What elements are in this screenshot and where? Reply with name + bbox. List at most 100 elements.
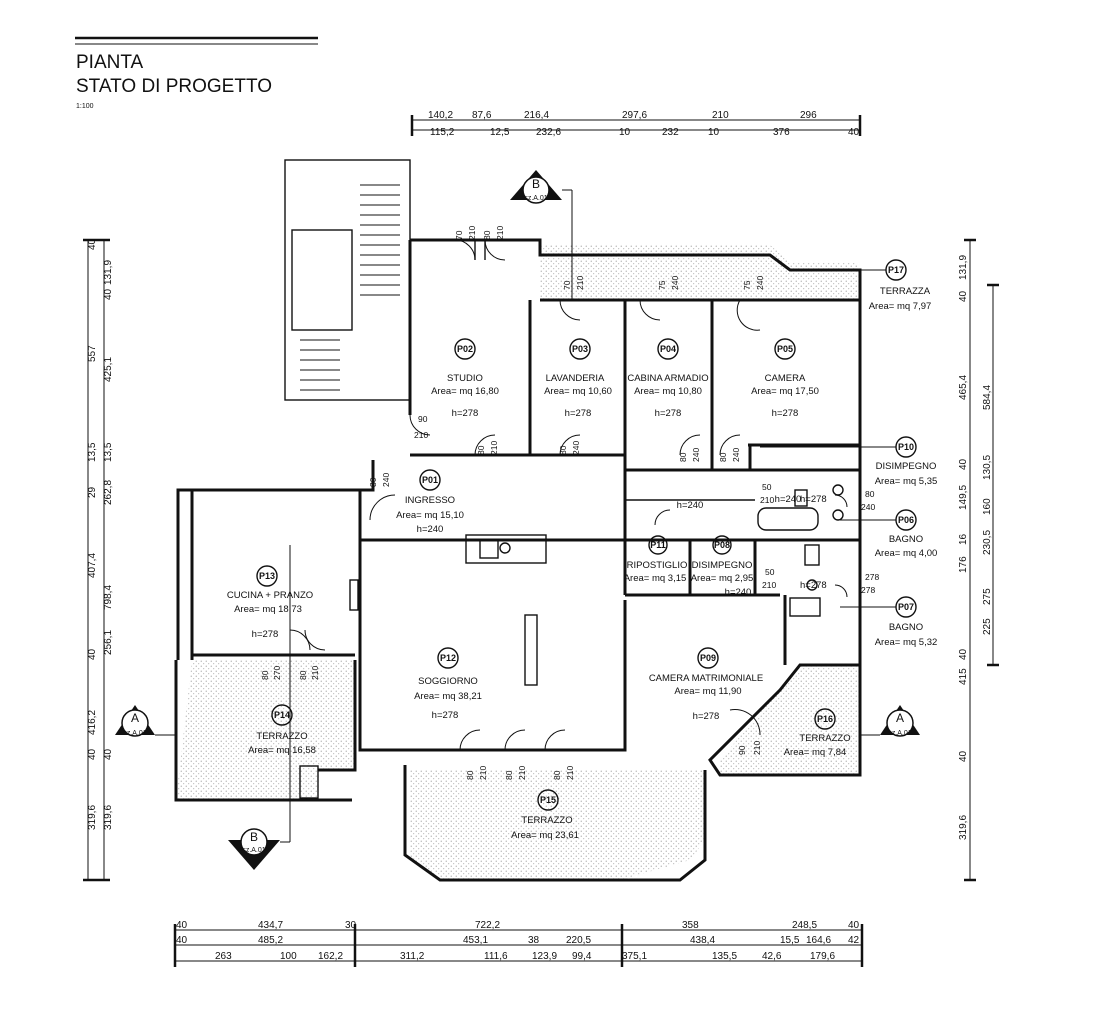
bot-dim-r2-7: 164,6 <box>806 935 831 946</box>
section-letter: B <box>250 830 258 844</box>
bot-dim-r3-7: 375,1 <box>622 951 647 962</box>
bot-dim-r2-2: 453,1 <box>463 935 488 946</box>
section-ref: sz.A.01 <box>242 847 265 854</box>
section-letter: A <box>896 711 904 725</box>
bot-dim-r3-3: 311,2 <box>400 951 425 962</box>
room-height: h=278 <box>432 710 459 721</box>
right-dim-c1-2: 465,4 <box>958 375 969 400</box>
bathtub-icon <box>757 507 819 531</box>
fixtures <box>299 484 844 799</box>
door-label-22: 80 <box>298 670 308 680</box>
room-height: h=278 <box>800 580 827 591</box>
bot-dim-r3-1: 100 <box>280 951 297 962</box>
door-label-40: 278 <box>865 572 879 582</box>
bot-dim-r1-2: 30 <box>345 920 357 931</box>
bot-dim-r3-4: 111,6 <box>484 951 508 962</box>
bot-dim-r1-3: 722,2 <box>475 920 500 931</box>
right-dim-c2-1: 130,5 <box>982 455 993 480</box>
room-soggiorno: P12 SOGGIORNO Area= mq 38,21 h=278 <box>414 647 482 721</box>
right-dim-c2-2: 160 <box>982 498 993 515</box>
right-dim-c2-5: 225 <box>982 618 993 635</box>
room-bagno-p07: P07 BAGNO Area= mq 5,32 h=278 <box>800 580 937 648</box>
top-dim-r1-5: 296 <box>800 110 817 121</box>
section-marker-b-top: B sz.A.01 <box>510 170 573 300</box>
room-area: Area= mq 17,50 <box>751 386 819 397</box>
room-studio: P02 STUDIO Area= mq 16,80 h=278 <box>431 338 499 419</box>
room-code: P08 <box>714 540 730 550</box>
door-label-6: 75 <box>657 280 667 290</box>
room-ingresso: P01 INGRESSO Area= mq 15,10 h=240 h=240 <box>396 469 703 535</box>
room-code: P16 <box>817 714 833 724</box>
room-name: TERRAZZO <box>799 733 850 744</box>
left-dim-c1-7: 40 <box>87 748 98 760</box>
left-dim-c2-0: 131,9 <box>103 260 114 285</box>
room-code: P02 <box>457 344 473 354</box>
room-ripostiglio: P11 RIPOSTIGLIO Area= mq 3,15 <box>624 535 687 584</box>
left-dim-c2-4: 262,8 <box>103 480 114 505</box>
room-name: CUCINA + PRANZO <box>227 590 313 601</box>
right-dim-c2-0: 584,4 <box>982 385 993 410</box>
room-area: Area= mq 11,90 <box>674 686 741 697</box>
right-dim-c1-8: 415 <box>958 668 969 685</box>
room-camera-matrimoniale: P09 CAMERA MATRIMONIALE Area= mq 11,90 h… <box>649 647 763 722</box>
title-scale: 1:100 <box>76 103 94 110</box>
bot-dim-r1-5: 248,5 <box>792 920 817 931</box>
room-height: h=240 <box>725 587 752 598</box>
door-label-31: 210 <box>752 741 762 755</box>
door-label-23: 210 <box>310 666 320 680</box>
room-name: SOGGIORNO <box>418 676 478 687</box>
room-area: Area= mq 18,73 <box>234 604 302 615</box>
left-dim-c1-1: 557 <box>87 345 98 362</box>
right-dim-c2-4: 275 <box>982 588 993 605</box>
top-dimensions: 140,2 87,6 216,4 297,6 210 296 115,2 12,… <box>410 110 862 138</box>
plan-title: PIANTA STATO DI PROGETTO 1:100 <box>75 36 318 110</box>
room-area: Area= mq 3,15 <box>624 573 687 584</box>
room-height: h=240 <box>775 494 802 505</box>
room-height: h=278 <box>655 408 682 419</box>
room-disimpegno-p08: P08 DISIMPEGNO Area= mq 2,95 h=240 <box>691 535 753 598</box>
room-area: Area= mq 5,32 <box>875 637 938 648</box>
section-markers: B sz.A.01 B sz.A.01 A sz.A.01 A sz.A.01 <box>115 170 920 870</box>
room-area: Area= mq 38,21 <box>414 691 482 702</box>
room-area: Area= mq 4,00 <box>875 548 938 559</box>
right-dim-c1-3: 40 <box>958 458 969 470</box>
room-code: P13 <box>259 571 275 581</box>
room-name: CAMERA <box>765 373 806 384</box>
room-labels: P02 STUDIO Area= mq 16,80 h=278 P03 LAVA… <box>227 259 938 841</box>
room-code: P05 <box>777 344 793 354</box>
bot-dim-r3-0: 263 <box>215 951 232 962</box>
top-dim-r2-4: 232 <box>662 127 679 138</box>
room-cabina-armadio: P04 CABINA ARMADIO Area= mq 10,80 h=278 <box>627 338 709 419</box>
bot-dim-r1-4: 358 <box>682 920 699 931</box>
section-letter: B <box>532 177 540 191</box>
door-label-21: 270 <box>272 666 282 680</box>
door-label-2: 80 <box>482 230 492 240</box>
door-label-37: 210 <box>762 580 776 590</box>
room-code: P12 <box>440 653 456 663</box>
room-code: P09 <box>700 653 716 663</box>
doors <box>289 239 848 751</box>
room-area: Area= mq 10,80 <box>634 386 702 397</box>
room-code: P07 <box>898 602 914 612</box>
bottom-dimensions: 40 434,7 30 722,2 358 248,5 40 40 485,2 … <box>173 920 864 967</box>
room-code: P06 <box>898 515 914 525</box>
room-lavanderia: P03 LAVANDERIA Area= mq 10,60 h=278 <box>544 338 612 419</box>
door-label-39: 240 <box>861 502 875 512</box>
door-labels: 70 210 80 210 70 210 75 240 75 240 80 21… <box>260 226 879 780</box>
top-dim-r2-5: 10 <box>708 127 720 138</box>
bot-dim-r2-5: 438,4 <box>690 935 715 946</box>
left-dim-c1-0: 40 <box>87 238 98 250</box>
room-area: Area= mq 15,10 <box>396 510 464 521</box>
left-dim-c1-2: 13,5 <box>87 442 98 462</box>
room-area: Area= mq 16,58 <box>248 745 316 756</box>
left-dim-c1-6: 416,2 <box>87 710 98 735</box>
bot-dim-r2-6: 15,5 <box>780 935 800 946</box>
room-name: DISIMPEGNO <box>876 461 937 472</box>
terrace-areas <box>176 245 858 880</box>
left-dim-c2-2: 425,1 <box>103 357 114 382</box>
door-label-0: 70 <box>454 230 464 240</box>
bot-dim-r3-9: 42,6 <box>762 951 782 962</box>
room-code: P01 <box>422 475 438 485</box>
staircase <box>284 159 411 401</box>
section-marker-a-left: A sz.A.01 <box>115 705 176 737</box>
